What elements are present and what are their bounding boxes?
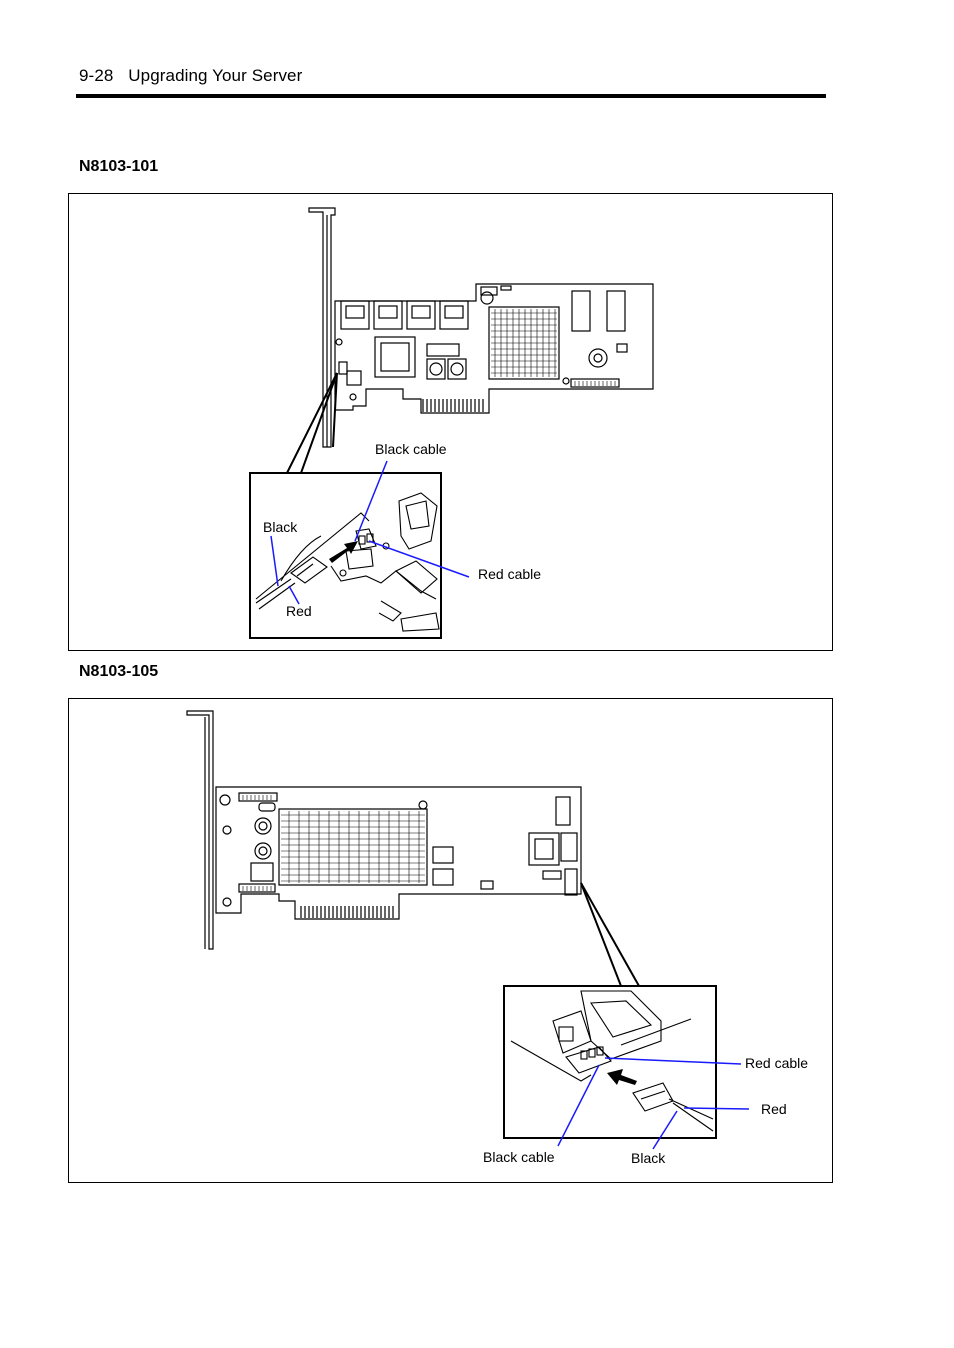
raid-card-101-drawing (308, 207, 654, 448)
figure-1-illustration: Black cable Red cable Black Red (249, 207, 654, 639)
label-red-1: Red (286, 603, 312, 619)
detail-inset-2-drawing (510, 990, 714, 1132)
detail-inset-1 (249, 472, 442, 639)
figure-1-title: N8103-101 (79, 158, 159, 175)
figure-2-title: N8103-105 (79, 663, 159, 680)
label-red-2: Red (761, 1101, 787, 1117)
figure-2-illustration: Red cable Red Black cable Black (186, 710, 808, 1166)
leader-lines-1 (270, 460, 470, 605)
label-black-2: Black (631, 1150, 666, 1166)
chapter-title: Upgrading Your Server (128, 66, 303, 85)
insert-arrow-2 (607, 1069, 637, 1085)
insert-arrow-1 (329, 541, 358, 563)
zoom-lines (286, 372, 338, 474)
label-red-cable-2: Red cable (745, 1055, 808, 1071)
label-black-cable-2: Black cable (483, 1149, 555, 1165)
heatsink-hatching (491, 309, 616, 386)
leader-lines-2 (557, 1057, 750, 1150)
header-rule (76, 94, 826, 98)
zoom-lines-2 (580, 882, 640, 987)
page-number: 9-28 (79, 66, 114, 85)
raid-card-105-drawing (186, 710, 582, 950)
heatsink-hatching-2 (242, 795, 425, 891)
label-red-cable-1: Red cable (478, 566, 541, 582)
label-black-cable-1: Black cable (375, 441, 447, 457)
figure-1-frame: Black cable Red cable Black Red (68, 193, 833, 651)
page-header: 9-28 Upgrading Your Server (79, 66, 302, 86)
detail-inset-1-drawing (255, 492, 440, 632)
label-black-1: Black (263, 519, 298, 535)
figure-2-frame: Red cable Red Black cable Black (68, 698, 833, 1183)
